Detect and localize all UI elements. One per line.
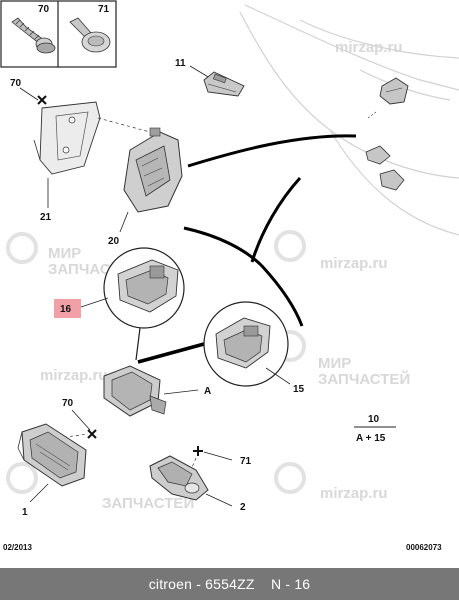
callout-70-bottom: 70 <box>62 398 74 409</box>
callout-70-left: 70 <box>10 78 22 89</box>
screw-icon <box>11 17 56 54</box>
callout-70-top: 70 <box>38 4 50 15</box>
watermark-domain: mirzap.ru <box>40 367 108 384</box>
reference-row: 02/2013 00062073 <box>3 543 442 552</box>
diagram-date: 02/2013 <box>3 543 32 552</box>
detail-circle-16: 16 <box>54 247 185 361</box>
callout-2: 2 <box>240 502 246 513</box>
vehicle-part <box>379 169 405 191</box>
vehicle-part <box>379 77 409 105</box>
watermarks: mirzap.ru МИР ЗАПЧАСТЕЙ mirzap.ru mirzap… <box>6 39 410 512</box>
callout-16: 16 <box>60 304 72 315</box>
footer-part-number: 6554ZZ <box>205 576 255 592</box>
watermark-domain: mirzap.ru <box>335 39 403 56</box>
part-10-equation: 10 A + 15 <box>354 414 396 444</box>
part-21-bracket: 70 21 <box>10 78 151 223</box>
callout-71-bottom: 71 <box>240 456 252 467</box>
part-11-switch: 11 <box>175 58 245 97</box>
callout-11: 11 <box>175 58 186 69</box>
tailgate-switch-assembly: A <box>103 365 211 417</box>
watermark-line1: МИР <box>318 355 351 372</box>
leader-curves <box>137 134 357 364</box>
clip-icon <box>69 17 111 53</box>
fastener-marker-icon <box>87 429 97 439</box>
part-1-lock-motor: 70 1 <box>17 398 97 518</box>
footer-brand: citroen <box>148 576 193 592</box>
highlight-box-16 <box>54 299 81 318</box>
watermark-logo <box>6 462 38 494</box>
callout-10-sub: A + 15 <box>356 433 386 444</box>
fastener-callout-boxes: 70 71 <box>0 0 117 68</box>
watermark-line2: ЗАПЧАСТЕЙ <box>318 370 410 388</box>
watermark-domain: mirzap.ru <box>320 485 388 502</box>
watermark-line1: МИР <box>48 245 81 262</box>
callout-15: 15 <box>293 384 305 395</box>
callout-21: 21 <box>40 212 52 223</box>
callout-1: 1 <box>22 507 28 518</box>
watermark-line2: ЗАПЧАСТЕЙ <box>102 494 194 512</box>
fastener-marker-icon <box>37 95 47 105</box>
callout-71-top: 71 <box>98 4 110 15</box>
part-20-lock-housing: 20 <box>108 127 183 247</box>
watermark-domain: mirzap.ru <box>320 255 388 272</box>
watermark-logo <box>274 230 306 262</box>
footer-separator: - <box>192 576 206 592</box>
watermark-logo <box>274 462 306 494</box>
part-2-switch: 71 2 <box>149 446 252 513</box>
callout-10: 10 <box>368 414 380 425</box>
detail-circle-15: 15 <box>203 301 305 395</box>
fastener-marker-icon <box>193 446 203 456</box>
vehicle-mounted-parts <box>365 77 409 191</box>
footer-section: N - 16 <box>270 576 311 592</box>
footer-bar: citroen - 6554ZZ N - 16 <box>0 568 459 600</box>
vehicle-part <box>365 145 391 165</box>
vehicle-rear-outline <box>239 4 459 236</box>
callout-a: A <box>204 386 211 397</box>
watermark-logo <box>6 232 38 264</box>
diagram-code: 00062073 <box>406 543 442 552</box>
callout-20: 20 <box>108 236 120 247</box>
